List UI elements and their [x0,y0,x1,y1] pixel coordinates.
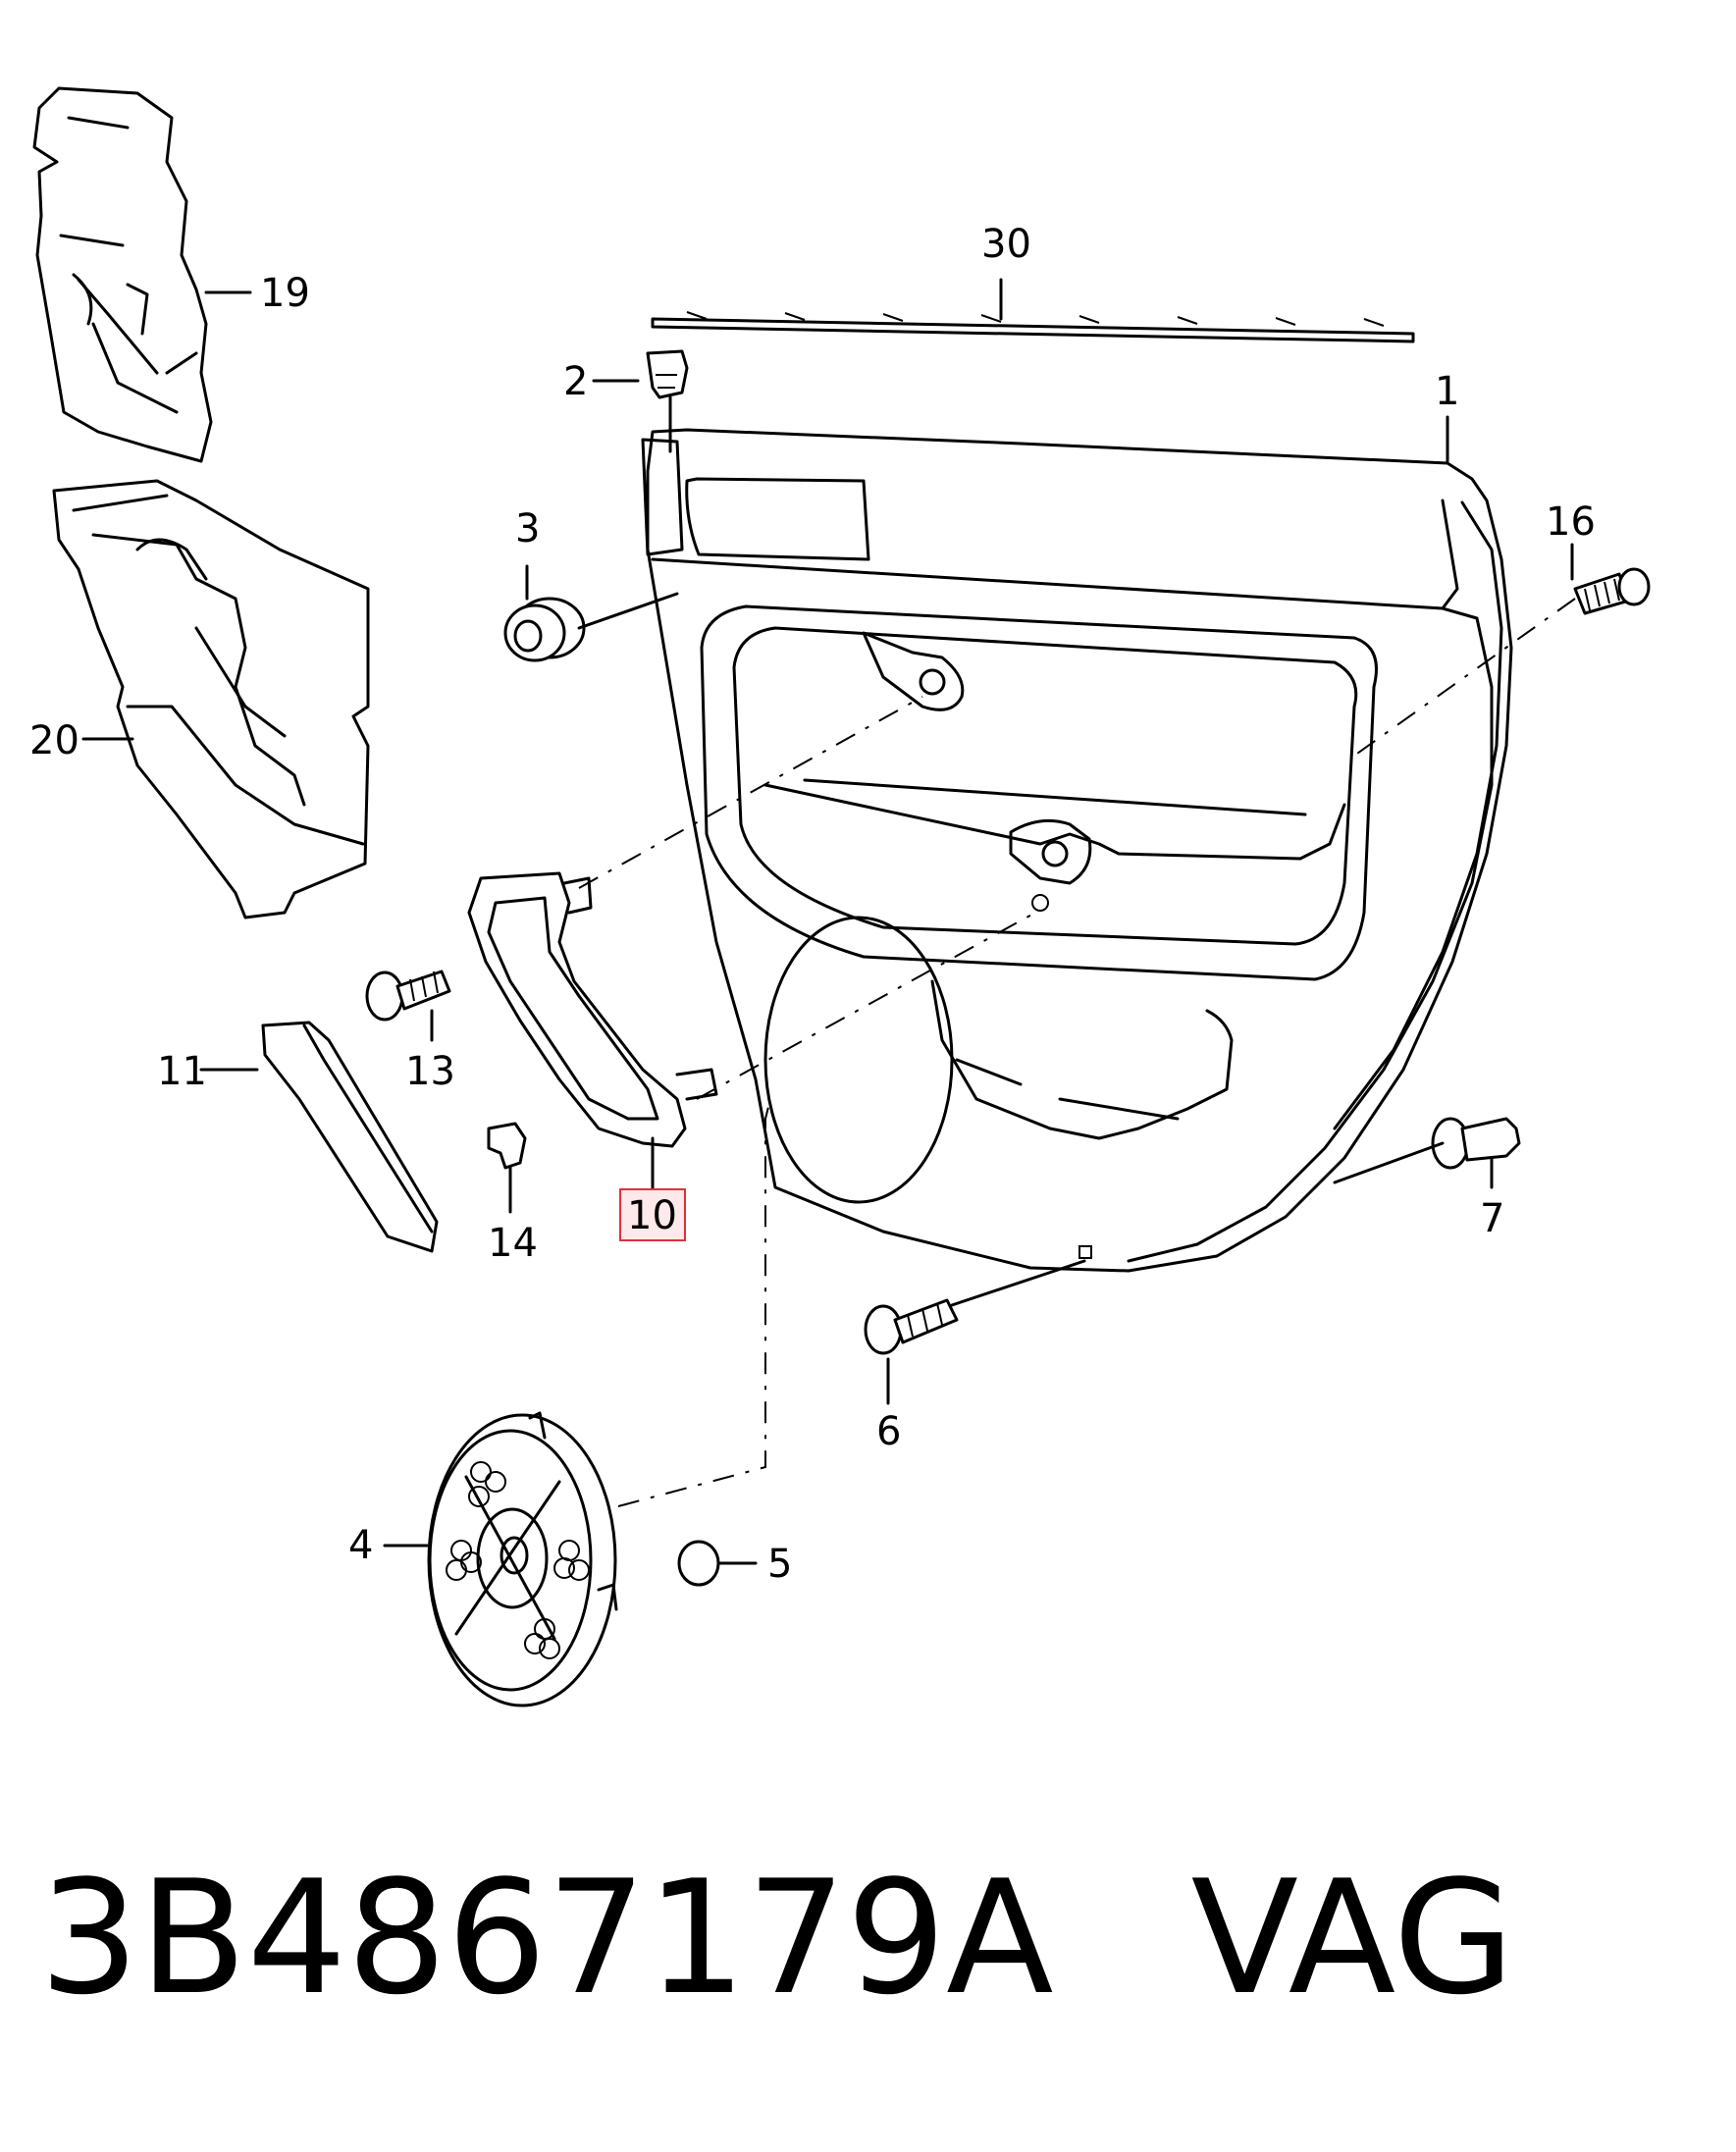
callout-13: 13 [405,1049,455,1094]
part-4-speaker [383,1098,771,1707]
callout-1: 1 [1435,369,1459,414]
part-3-grommet [503,592,679,662]
part-10-door-pull-handle [467,696,1036,1194]
part-14-clip [487,1122,527,1214]
callout-2: 2 [563,359,588,404]
callout-10-highlight-box [619,1188,686,1241]
part-7-expanding-rivet [1333,1117,1521,1189]
part-2-clip [646,349,689,453]
callout-3: 3 [515,506,540,551]
callout-19: 19 [260,271,310,316]
callout-20: 20 [29,718,79,763]
part-20-insulation-block [52,479,370,919]
part-1-door-trim-panel [641,428,1513,1273]
part-13-screw [365,970,451,1042]
part-19-insulation-pad [32,86,213,463]
callout-4: 4 [348,1523,373,1568]
part-16-screw [1353,567,1651,757]
callout-30: 30 [981,222,1031,267]
brand-name: VAG [1190,1846,1515,2029]
part-5-cap [677,1540,758,1587]
callout-6: 6 [876,1409,901,1454]
part-number: 3B4867179A [39,1846,1054,2029]
part-6-screw [864,1259,1086,1405]
callout-labels: 30 1 2 3 16 19 20 13 11 14 10 7 6 4 5 [29,222,1596,1587]
leader-lines [81,278,1574,741]
callout-10: 10 [627,1193,677,1238]
callout-7: 7 [1480,1196,1504,1241]
callout-11: 11 [157,1049,207,1094]
callout-16: 16 [1546,499,1596,545]
callout-14: 14 [488,1221,538,1266]
callout-5: 5 [767,1542,792,1587]
part-30-window-strip [651,311,1415,343]
part-11-trim-strip [199,1021,439,1253]
